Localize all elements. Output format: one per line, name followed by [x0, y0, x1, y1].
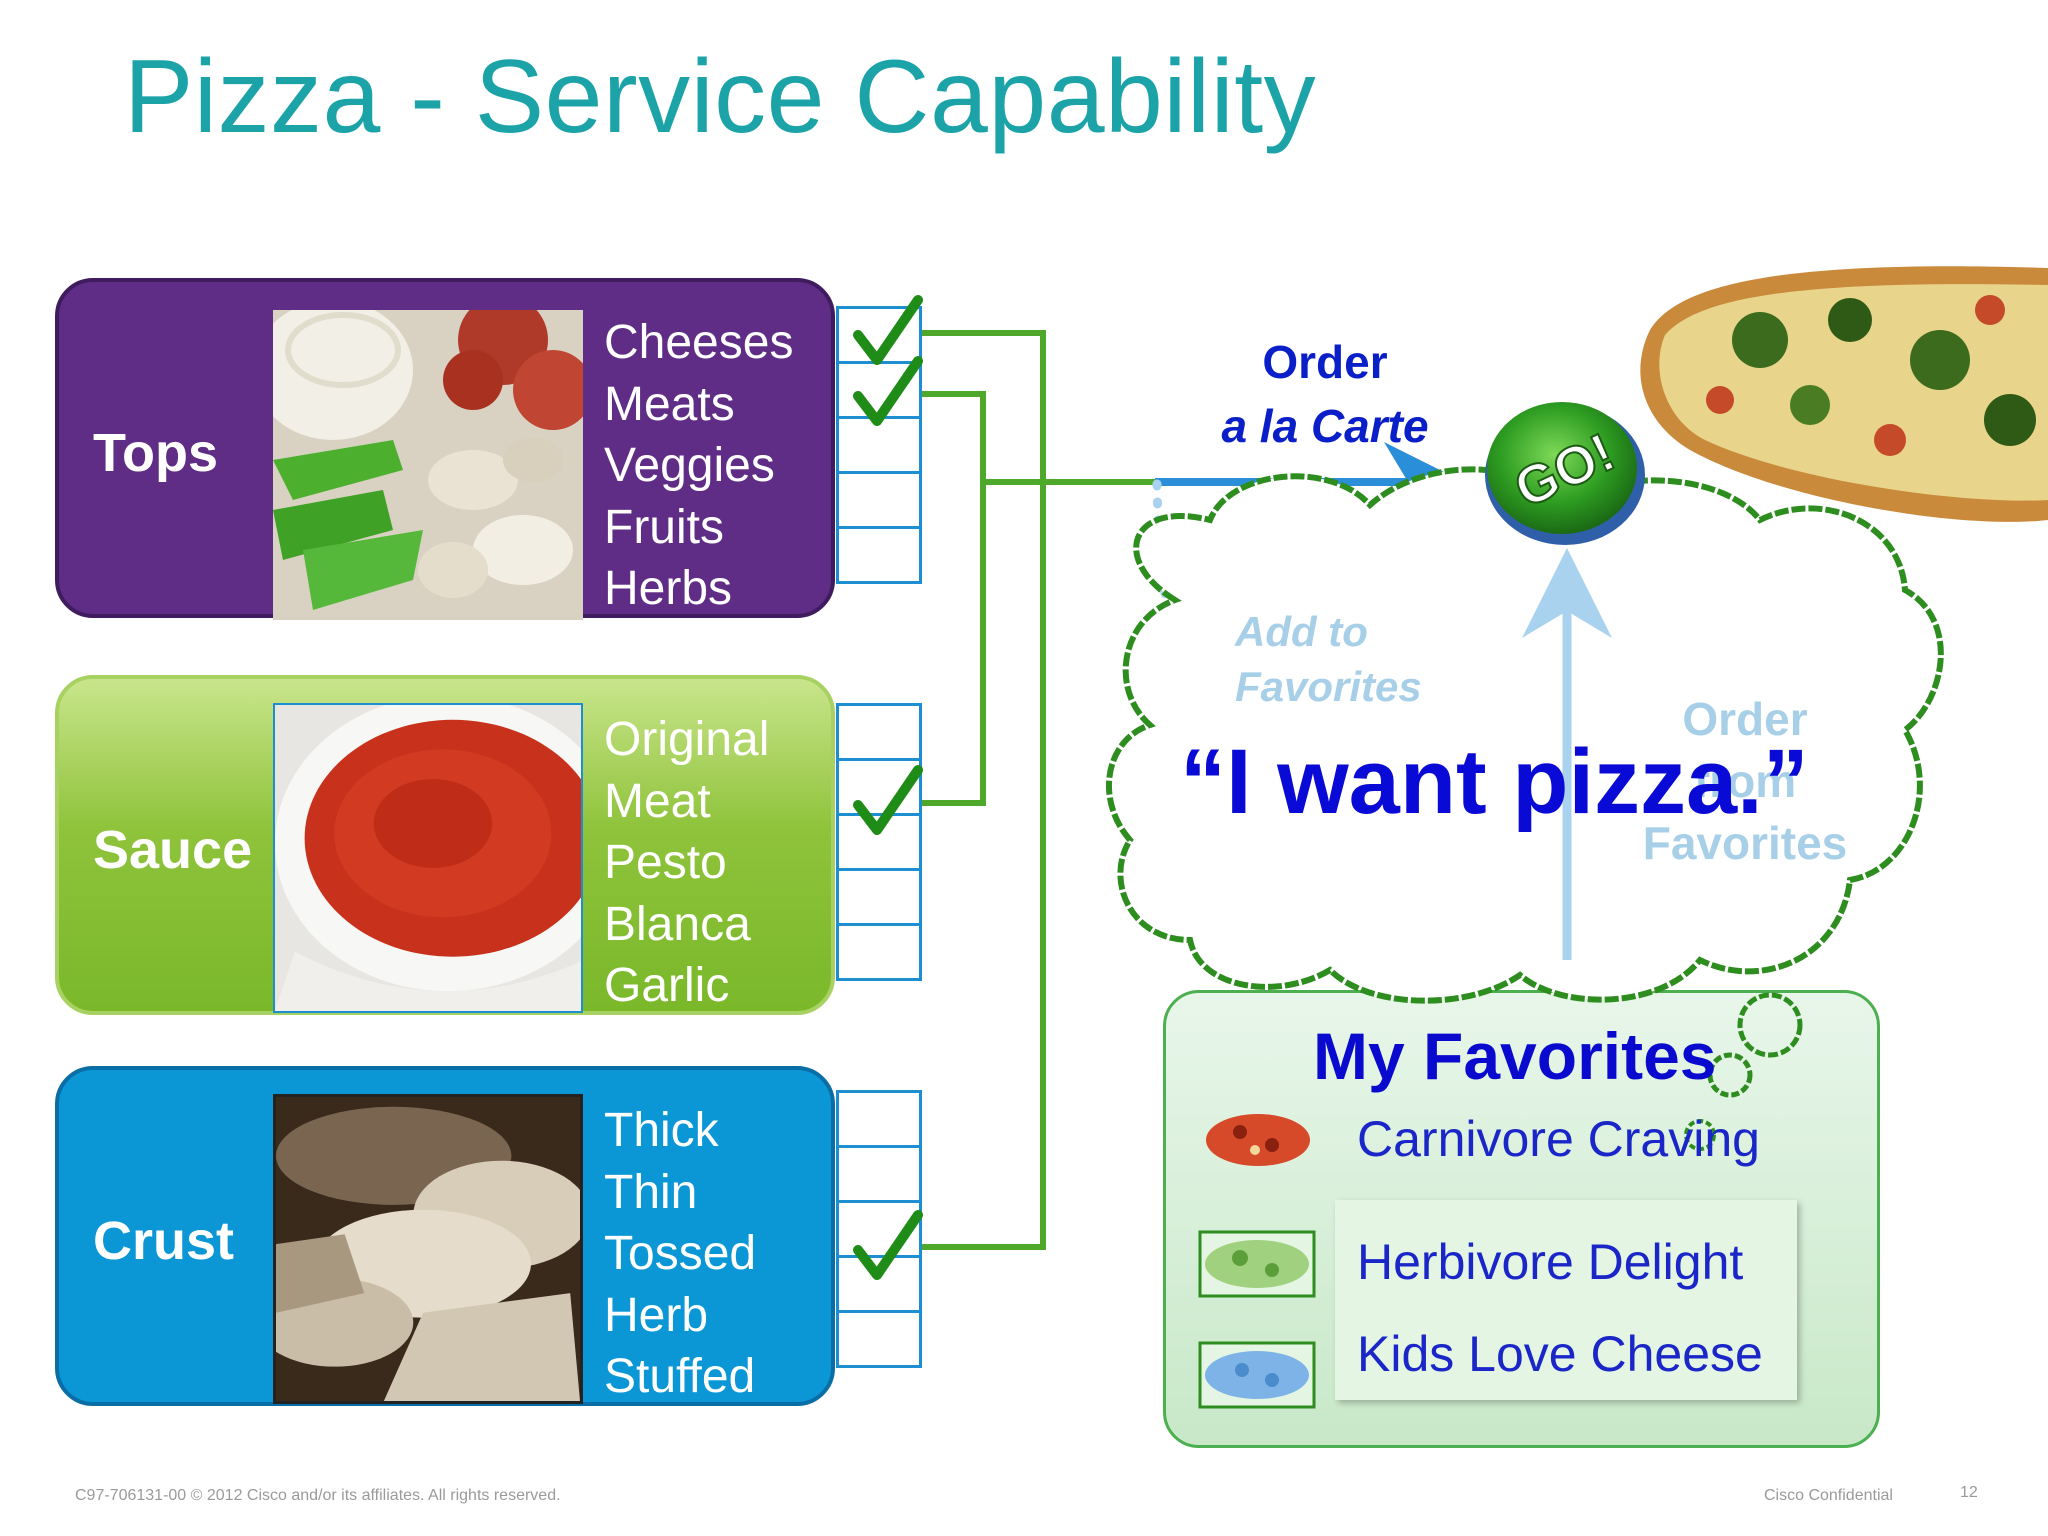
option-thin: Thin — [604, 1165, 698, 1219]
checkbox-cheeses[interactable] — [836, 306, 922, 364]
tops-panel: Tops Cheeses Meats Veggies Fruits Herbs — [55, 278, 835, 620]
go-button-text: GO! — [1506, 422, 1624, 519]
option-fruits: Fruits — [604, 500, 724, 554]
crust-panel: Crust Thick Thin Tossed Herb Stuffed — [55, 1066, 835, 1406]
checkbox-thin[interactable] — [836, 1145, 922, 1203]
checkbox-blanca[interactable] — [836, 868, 922, 926]
option-tossed: Tossed — [604, 1227, 757, 1280]
add-fav-line1: Add to — [1235, 608, 1368, 655]
thought-quote: “I want pizza.” — [1180, 731, 1809, 833]
option-herb: Herb — [604, 1288, 709, 1342]
checkbox-veggies[interactable] — [836, 416, 922, 474]
option-thick: Thick — [604, 1104, 719, 1157]
add-to-favorites-arrow — [1152, 479, 1273, 955]
my-favorites-title: My Favorites — [1313, 1019, 1717, 1093]
add-to-favorites-label: Add to Favorites — [1235, 604, 1422, 714]
option-meats: Meats — [604, 377, 735, 431]
crust-photo — [273, 1094, 583, 1404]
toppings-photo — [273, 310, 583, 620]
option-blanca: Blanca — [604, 897, 751, 951]
crust-label: Crust — [93, 1211, 235, 1271]
add-fav-line2: Favorites — [1235, 663, 1422, 710]
order-fav-line1: Order — [1682, 693, 1808, 745]
order-fav-line3: Favorites — [1642, 817, 1848, 869]
checkbox-meat[interactable] — [836, 758, 922, 816]
sauce-photo — [273, 703, 583, 1013]
option-pesto: Pesto — [604, 836, 727, 889]
tops-label: Tops — [93, 423, 218, 483]
favorite-herbivore-delight[interactable]: Herbivore Delight — [1357, 1234, 1744, 1290]
option-cheeses: Cheeses — [604, 316, 794, 369]
crust-checkbox-column — [836, 1090, 922, 1368]
checkbox-stuffed[interactable] — [836, 1310, 922, 1368]
footer-confidential: Cisco Confidential — [1764, 1487, 1893, 1504]
option-garlic: Garlic — [604, 959, 730, 1012]
checkbox-fruits[interactable] — [836, 471, 922, 529]
sauce-label: Sauce — [93, 820, 253, 880]
checkbox-herbs[interactable] — [836, 526, 922, 584]
order-from-favorites-label: Order from Favorites — [1620, 688, 1870, 874]
option-stuffed: Stuffed — [604, 1350, 756, 1403]
sauce-checkbox-column — [836, 703, 922, 981]
footer-page-number: 12 — [1960, 1484, 1978, 1501]
checkbox-herb[interactable] — [836, 1255, 922, 1313]
go-button-graphic — [1485, 402, 1645, 545]
option-meat: Meat — [604, 774, 711, 828]
order-label-line2: a la Carte — [1221, 400, 1429, 452]
connector-lines — [922, 330, 1160, 1250]
option-original: Original — [604, 713, 770, 766]
checkbox-original[interactable] — [836, 703, 922, 761]
order-fav-line2: from — [1693, 755, 1797, 807]
checkbox-tossed[interactable] — [836, 1200, 922, 1258]
checkbox-pesto[interactable] — [836, 813, 922, 871]
favorites-selection-box — [1335, 1200, 1797, 1400]
order-label-line1: Order — [1262, 336, 1388, 388]
favorite-carnivore-craving[interactable]: Carnivore Craving — [1357, 1111, 1760, 1167]
pizza-photo — [1640, 266, 2048, 522]
favorite-kids-love-cheese[interactable]: Kids Love Cheese — [1357, 1326, 1763, 1382]
checkbox-thick[interactable] — [836, 1090, 922, 1148]
sauce-panel: Sauce Original Meat Pesto Blanca Garlic — [55, 675, 835, 1015]
page-title: Pizza - Service Capability — [124, 39, 1317, 155]
checkbox-meats[interactable] — [836, 361, 922, 419]
order-a-la-carte-label: Order a la Carte — [1190, 330, 1460, 458]
tops-checkbox-column — [836, 306, 922, 584]
option-herbs: Herbs — [604, 562, 733, 615]
footer-copyright: C97-706131-00 © 2012 Cisco and/or its af… — [75, 1487, 561, 1504]
checkbox-garlic[interactable] — [836, 923, 922, 981]
option-veggies: Veggies — [604, 439, 775, 492]
